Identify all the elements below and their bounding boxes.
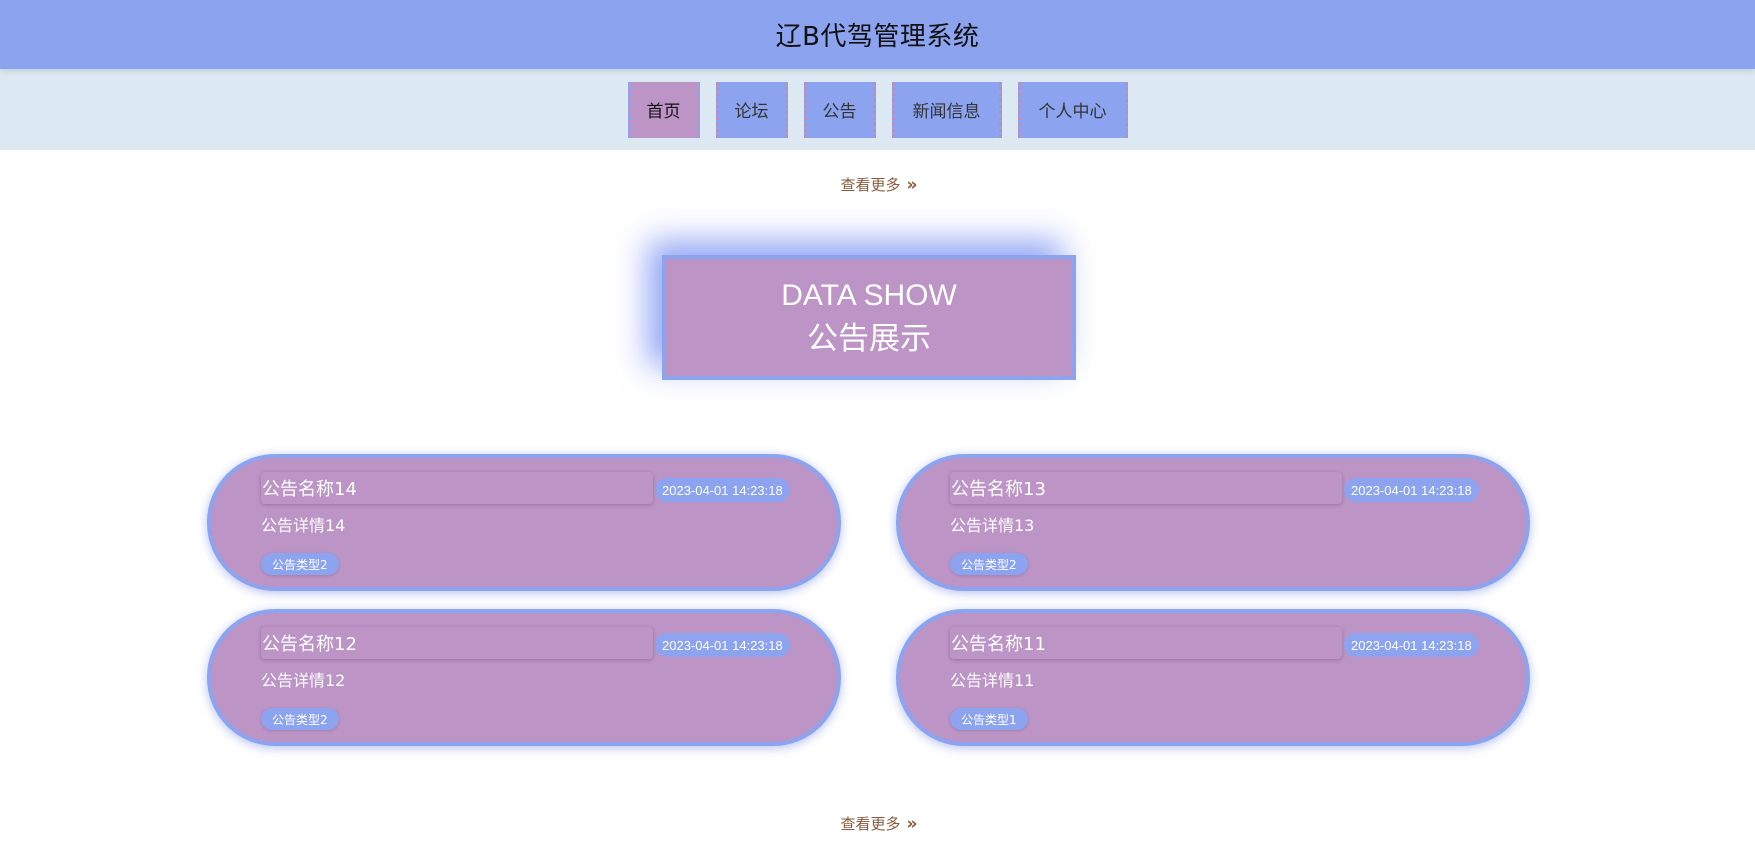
view-more-label: 查看更多	[840, 815, 901, 833]
nav-item-forum[interactable]: 论坛	[715, 81, 788, 138]
site-header: 辽B代驾管理系统	[0, 0, 1755, 69]
nav-item-label: 个人中心	[1038, 102, 1107, 122]
notice-type-badge: 公告类型2	[950, 553, 1028, 575]
notice-title: 公告名称12	[261, 627, 653, 659]
notice-detail: 公告详情14	[261, 516, 346, 535]
notice-card[interactable]: 公告名称11 2023-04-01 14:23:18 公告详情11 公告类型1	[896, 609, 1530, 746]
nav-item-label: 首页	[646, 102, 681, 122]
notice-time: 2023-04-01 14:23:18	[655, 633, 790, 657]
nav-item-notice[interactable]: 公告	[803, 81, 876, 138]
section-title-cn: 公告展示	[807, 320, 931, 357]
notice-type-badge: 公告类型2	[261, 708, 339, 730]
notice-time: 2023-04-01 14:23:18	[1344, 633, 1479, 657]
notice-detail: 公告详情11	[950, 671, 1035, 690]
nav-item-news[interactable]: 新闻信息	[891, 81, 1002, 138]
notice-type-badge: 公告类型2	[261, 553, 339, 575]
notice-title: 公告名称14	[261, 472, 653, 504]
nav-item-home[interactable]: 首页	[627, 81, 700, 138]
notice-title: 公告名称13	[950, 472, 1342, 504]
notice-card[interactable]: 公告名称14 2023-04-01 14:23:18 公告详情14 公告类型2	[207, 454, 841, 591]
notice-detail: 公告详情12	[261, 671, 346, 690]
notice-title: 公告名称11	[950, 627, 1342, 659]
notice-card[interactable]: 公告名称12 2023-04-01 14:23:18 公告详情12 公告类型2	[207, 609, 841, 746]
notice-time: 2023-04-01 14:23:18	[655, 478, 790, 502]
notice-detail: 公告详情13	[950, 516, 1035, 535]
nav-bar: 首页 论坛 公告 新闻信息 个人中心	[0, 69, 1755, 150]
nav-item-label: 公告	[822, 102, 857, 122]
view-more-top-link[interactable]: 查看更多 »	[0, 174, 1755, 195]
section-title-box: DATA SHOW 公告展示	[662, 255, 1076, 380]
view-more-label: 查看更多	[840, 176, 901, 194]
double-chevron-right-icon: »	[906, 174, 918, 195]
notice-time: 2023-04-01 14:23:18	[1344, 478, 1479, 502]
notice-card[interactable]: 公告名称13 2023-04-01 14:23:18 公告详情13 公告类型2	[896, 454, 1530, 591]
notice-type-badge: 公告类型1	[950, 708, 1028, 730]
nav-item-profile[interactable]: 个人中心	[1017, 81, 1128, 138]
site-title: 辽B代驾管理系统	[775, 22, 980, 52]
view-more-bottom-link[interactable]: 查看更多 »	[0, 813, 1755, 834]
nav-item-label: 新闻信息	[912, 102, 981, 122]
double-chevron-right-icon: »	[906, 813, 918, 834]
nav-item-label: 论坛	[734, 102, 769, 122]
section-title-en: DATA SHOW	[781, 278, 957, 312]
